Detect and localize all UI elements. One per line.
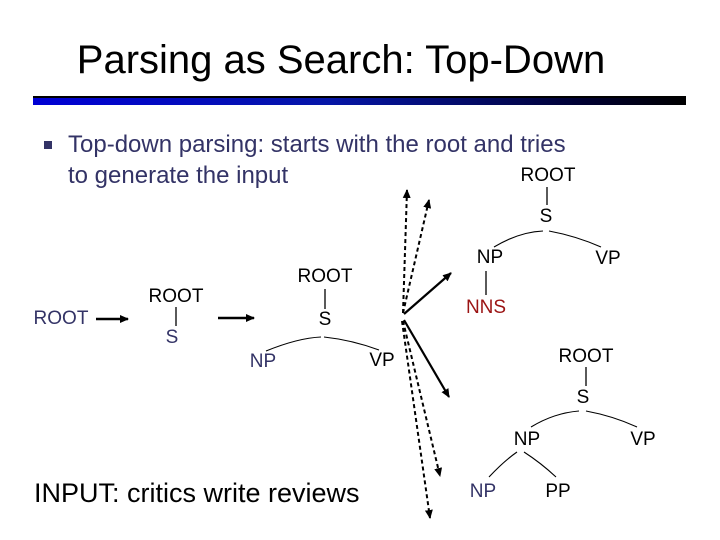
fan-dashed-arrow-down-2	[401, 320, 433, 519]
fan-solid-arrow-to-bottom-candidate	[403, 319, 450, 398]
step3-s-vp-branch	[323, 336, 380, 351]
top-candidate-node-root: ROOT	[520, 165, 576, 186]
step3-node-root: ROOT	[297, 266, 353, 287]
top-candidate-node-vp: VP	[595, 248, 621, 269]
input-sentence: INPUT: critics write reviews	[34, 478, 360, 508]
fan-solid-arrow-to-top-candidate	[403, 272, 452, 315]
top-candidate-node-np: NP	[476, 247, 504, 268]
bottom-candidate-node-s: S	[576, 387, 590, 408]
step1-node-root: ROOT	[33, 308, 89, 329]
title-underline-rule	[33, 96, 686, 105]
bottom-candidate-s-vp-branch	[585, 410, 638, 428]
bullet-line-2: to generate the input	[68, 162, 289, 189]
bottom-candidate-node-pp: PP	[545, 481, 571, 502]
bullet-text: Top-down parsing: starts with the root a…	[68, 129, 668, 191]
bottom-candidate-node-np: NP	[513, 429, 541, 450]
step3-s-np-branch	[265, 336, 322, 352]
step3-node-vp: VP	[369, 350, 395, 371]
bottom-candidate-np-np2-branch	[488, 451, 518, 478]
bullet-line-1: Top-down parsing: starts with the root a…	[68, 131, 566, 158]
bottom-candidate-node-vp: VP	[630, 429, 656, 450]
fan-dashed-arrow-up-1	[402, 189, 411, 314]
step3-node-s: S	[318, 309, 332, 330]
bottom-candidate-np-pp-branch	[523, 451, 557, 478]
top-candidate-node-s: S	[539, 206, 553, 227]
top-candidate-s-vp-branch	[548, 230, 602, 248]
slide-title: Parsing as Search: Top-Down	[76, 38, 606, 82]
step2-node-s: S	[165, 327, 179, 348]
bottom-candidate-node-root: ROOT	[558, 346, 614, 367]
step2-node-root: ROOT	[148, 286, 204, 307]
fan-dashed-arrow-up-2	[402, 199, 432, 314]
top-candidate-node-nns: NNS	[465, 297, 507, 318]
step3-node-np: NP	[249, 351, 277, 372]
top-candidate-s-np-branch	[493, 230, 544, 248]
bottom-candidate-node-np2: NP	[469, 481, 497, 502]
bullet-marker	[44, 141, 52, 149]
bottom-candidate-s-np-branch	[530, 410, 580, 428]
fan-dashed-arrow-down-1	[402, 320, 443, 477]
